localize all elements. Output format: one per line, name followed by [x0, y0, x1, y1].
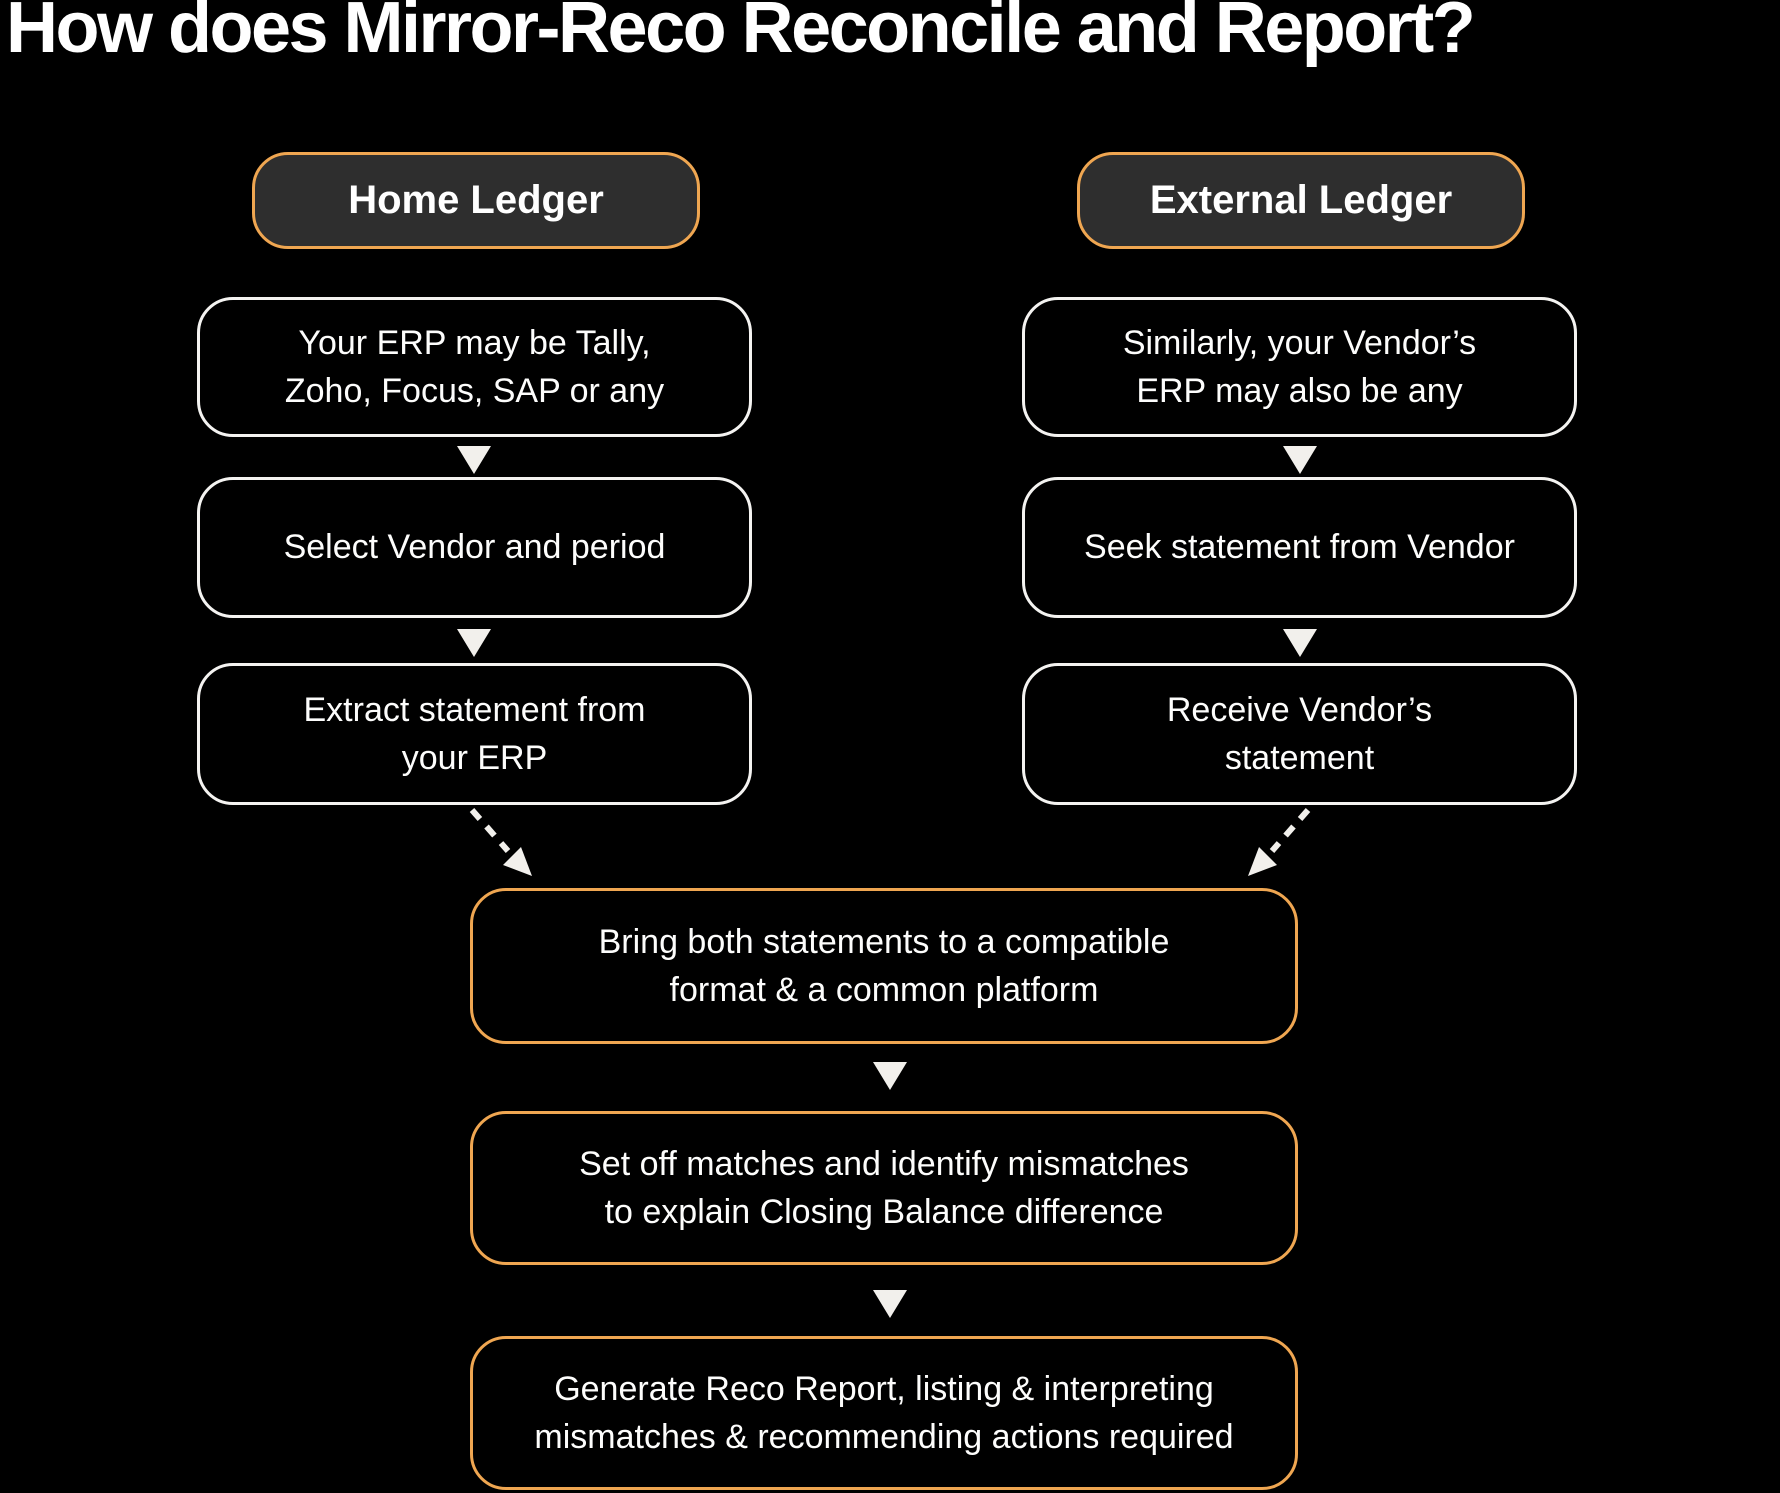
- home-step-extract-box: Extract statement from your ERP: [197, 663, 752, 805]
- home-step-erp-box: Your ERP may be Tally, Zoho, Focus, SAP …: [197, 297, 752, 437]
- home-step-erp-line1: Your ERP may be Tally,: [298, 323, 651, 362]
- external-step-receive-box: Receive Vendor’s statement: [1022, 663, 1577, 805]
- external-step-seek-line1: Seek statement from Vendor: [1084, 528, 1515, 567]
- down-arrow-icon: [1283, 629, 1317, 657]
- home-step-select-line1: Select Vendor and period: [283, 528, 666, 567]
- dashed-merge-arrow-left-icon: [469, 808, 532, 876]
- external-ledger-header: External Ledger: [1077, 152, 1525, 249]
- merged-step-report-line2: mismatches & recommending actions requir…: [534, 1418, 1234, 1456]
- external-step-erp-line1: Similarly, your Vendor’s: [1122, 323, 1477, 362]
- merged-step-report-box: Generate Reco Report, listing & interpre…: [470, 1336, 1298, 1490]
- external-step-seek-box: Seek statement from Vendor: [1022, 477, 1577, 618]
- merged-step-setoff-line1: Set off matches and identify mismatches: [579, 1144, 1189, 1183]
- merged-step-compatible-line2: format & a common platform: [669, 971, 1099, 1009]
- home-ledger-header: Home Ledger: [252, 152, 700, 249]
- down-arrow-icon: [1283, 446, 1317, 474]
- home-step-erp-line2: Zoho, Focus, SAP or any: [284, 372, 665, 410]
- home-ledger-header-label: Home Ledger: [348, 178, 604, 222]
- external-step-erp-box: Similarly, your Vendor’s ERP may also be…: [1022, 297, 1577, 437]
- merged-step-setoff-line2: to explain Closing Balance difference: [604, 1193, 1164, 1231]
- dashed-merge-arrow-right-icon: [1248, 808, 1311, 876]
- external-step-erp-line2: ERP may also be any: [1136, 372, 1463, 410]
- down-arrow-icon: [457, 629, 491, 657]
- home-step-extract-line1: Extract statement from: [303, 690, 646, 729]
- merged-step-compatible-line1: Bring both statements to a compatible: [598, 922, 1170, 961]
- external-ledger-header-label: External Ledger: [1149, 178, 1453, 222]
- merged-step-report-line1: Generate Reco Report, listing & interpre…: [554, 1369, 1214, 1408]
- down-arrow-icon: [873, 1290, 907, 1318]
- down-arrow-icon: [873, 1062, 907, 1090]
- external-step-receive-line1: Receive Vendor’s: [1166, 690, 1433, 729]
- home-step-extract-line2: your ERP: [401, 739, 548, 777]
- down-arrow-icon: [457, 446, 491, 474]
- external-step-receive-line2: statement: [1224, 739, 1375, 777]
- merged-step-setoff-box: Set off matches and identify mismatches …: [470, 1111, 1298, 1265]
- page-title: How does Mirror-Reco Reconcile and Repor…: [6, 0, 1476, 68]
- merged-step-compatible-box: Bring both statements to a compatible fo…: [470, 888, 1298, 1044]
- home-step-select-box: Select Vendor and period: [197, 477, 752, 618]
